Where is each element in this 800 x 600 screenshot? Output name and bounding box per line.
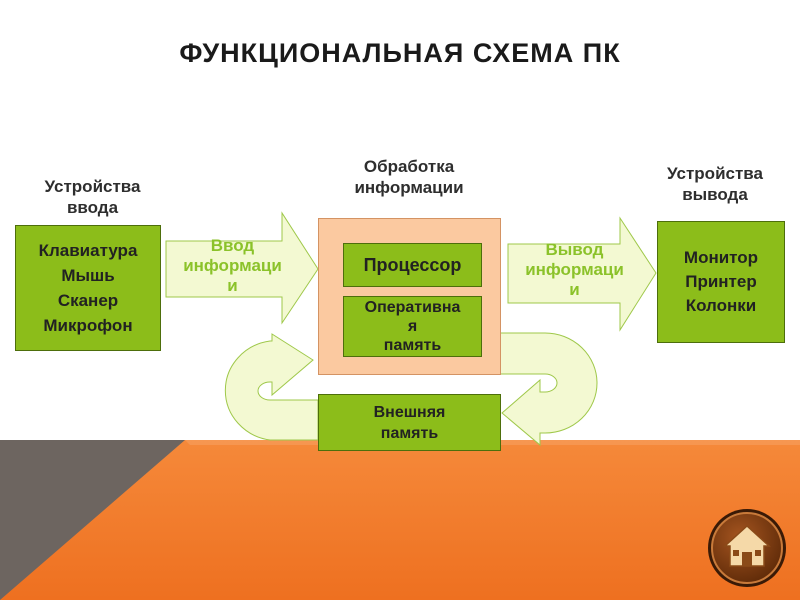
input-arrow xyxy=(165,211,319,325)
input-devices-box: Клавиатура Мышь Сканер Микрофон xyxy=(15,225,161,351)
page-title: ФУНКЦИОНАЛЬНАЯ СХЕМА ПК xyxy=(179,38,621,68)
output-arrow-label: Вывод информаци и xyxy=(525,240,624,299)
home-button[interactable] xyxy=(707,508,787,588)
input-devices-list: Клавиатура Мышь Сканер Микрофон xyxy=(38,241,138,335)
output-devices-box: Монитор Принтер Колонки xyxy=(657,221,785,343)
input-devices-heading: Устройства ввода xyxy=(44,177,141,217)
output-arrow xyxy=(507,216,657,332)
right-u-arrow xyxy=(499,332,598,447)
processor-box: Процессор xyxy=(343,243,482,287)
input-arrow-label: Ввод информаци и xyxy=(183,236,282,295)
house-icon xyxy=(708,509,786,587)
output-devices-heading: Устройства вывода xyxy=(667,164,763,204)
processing-heading: Обработка информации xyxy=(354,157,464,197)
left-u-arrow xyxy=(224,333,319,441)
processor-label: Процессор xyxy=(363,254,462,275)
ram-box: Оперативна я память xyxy=(343,296,482,357)
external-memory-label: Внешняя память xyxy=(373,403,446,442)
external-memory-box: Внешняя память xyxy=(318,394,501,451)
output-devices-list: Монитор Принтер Колонки xyxy=(683,248,759,315)
ram-label: Оперативна я память xyxy=(364,299,461,354)
